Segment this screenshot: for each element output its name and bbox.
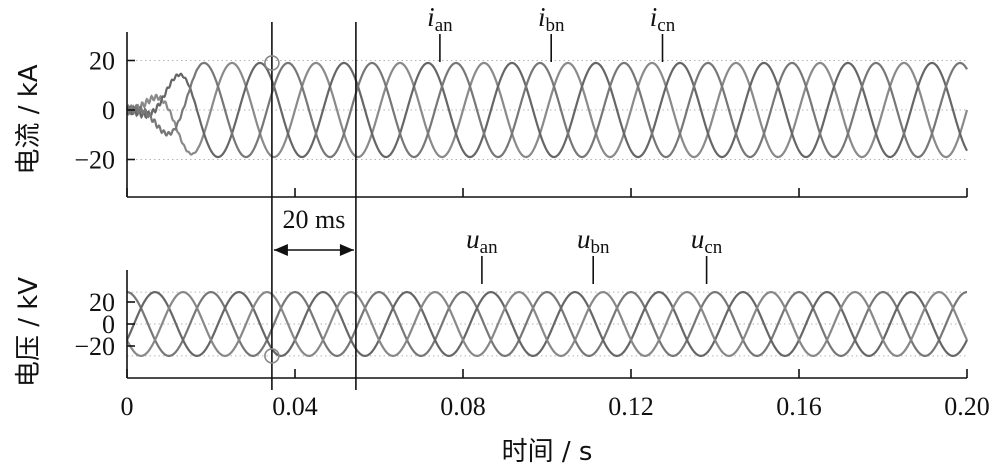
series-label-uan: uan — [466, 224, 498, 258]
y-tick-label: 0 — [102, 310, 115, 339]
series-label-ibn: ibn — [538, 2, 565, 36]
series-line-ian — [125, 61, 969, 159]
y-tick-label: 20 — [89, 47, 115, 76]
current-y-axis-label: 电流 / kA — [14, 64, 44, 174]
x-tick-label: 0.20 — [944, 392, 990, 421]
series-label-ian: ian — [427, 2, 453, 36]
x-tick-label: 0.12 — [608, 392, 654, 421]
voltage-phase-labels: uan ubn ucn — [466, 224, 723, 284]
period-arrowhead-right — [339, 244, 354, 256]
current-axes — [126, 32, 968, 198]
series-label-ubn: ubn — [577, 224, 610, 258]
series-label-icn: icn — [650, 2, 676, 36]
period-label: 20 ms — [282, 205, 345, 234]
period-annotation: 20 ms — [264, 22, 357, 390]
current-panel: 20 0 −20 ian ibn icn 电流 / kA — [14, 2, 969, 198]
x-tick-label: 0.16 — [776, 392, 822, 421]
x-tick-labels: 0 0.04 0.08 0.12 0.16 0.20 — [121, 392, 990, 421]
x-tick-label: 0.08 — [440, 392, 486, 421]
y-tick-label: 0 — [102, 96, 115, 125]
current-series — [125, 61, 969, 159]
series-line-ibn — [126, 61, 968, 159]
y-tick-label: −20 — [74, 332, 115, 361]
y-tick-label: −20 — [74, 146, 115, 175]
series-label-ucn: ucn — [691, 224, 723, 258]
voltage-gridlines — [127, 291, 967, 357]
voltage-marker-circle — [264, 348, 280, 364]
x-axis-label: 时间 / s — [502, 437, 593, 467]
y-tick-label: 20 — [89, 288, 115, 317]
current-phase-labels: ian ibn icn — [427, 2, 676, 62]
voltage-series — [126, 290, 968, 358]
period-arrowhead-left — [273, 244, 288, 256]
series-line-ucn — [126, 290, 968, 358]
x-tick-label: 0 — [121, 392, 134, 421]
voltage-y-ticks: 200−20 — [74, 288, 135, 361]
series-line-icn — [125, 61, 968, 159]
voltage-y-axis-label: 电压 / kV — [14, 277, 44, 387]
current-y-ticks: 20 0 −20 — [74, 47, 135, 175]
x-tick-label: 0.04 — [272, 392, 318, 421]
current-marker-circle — [264, 55, 280, 71]
